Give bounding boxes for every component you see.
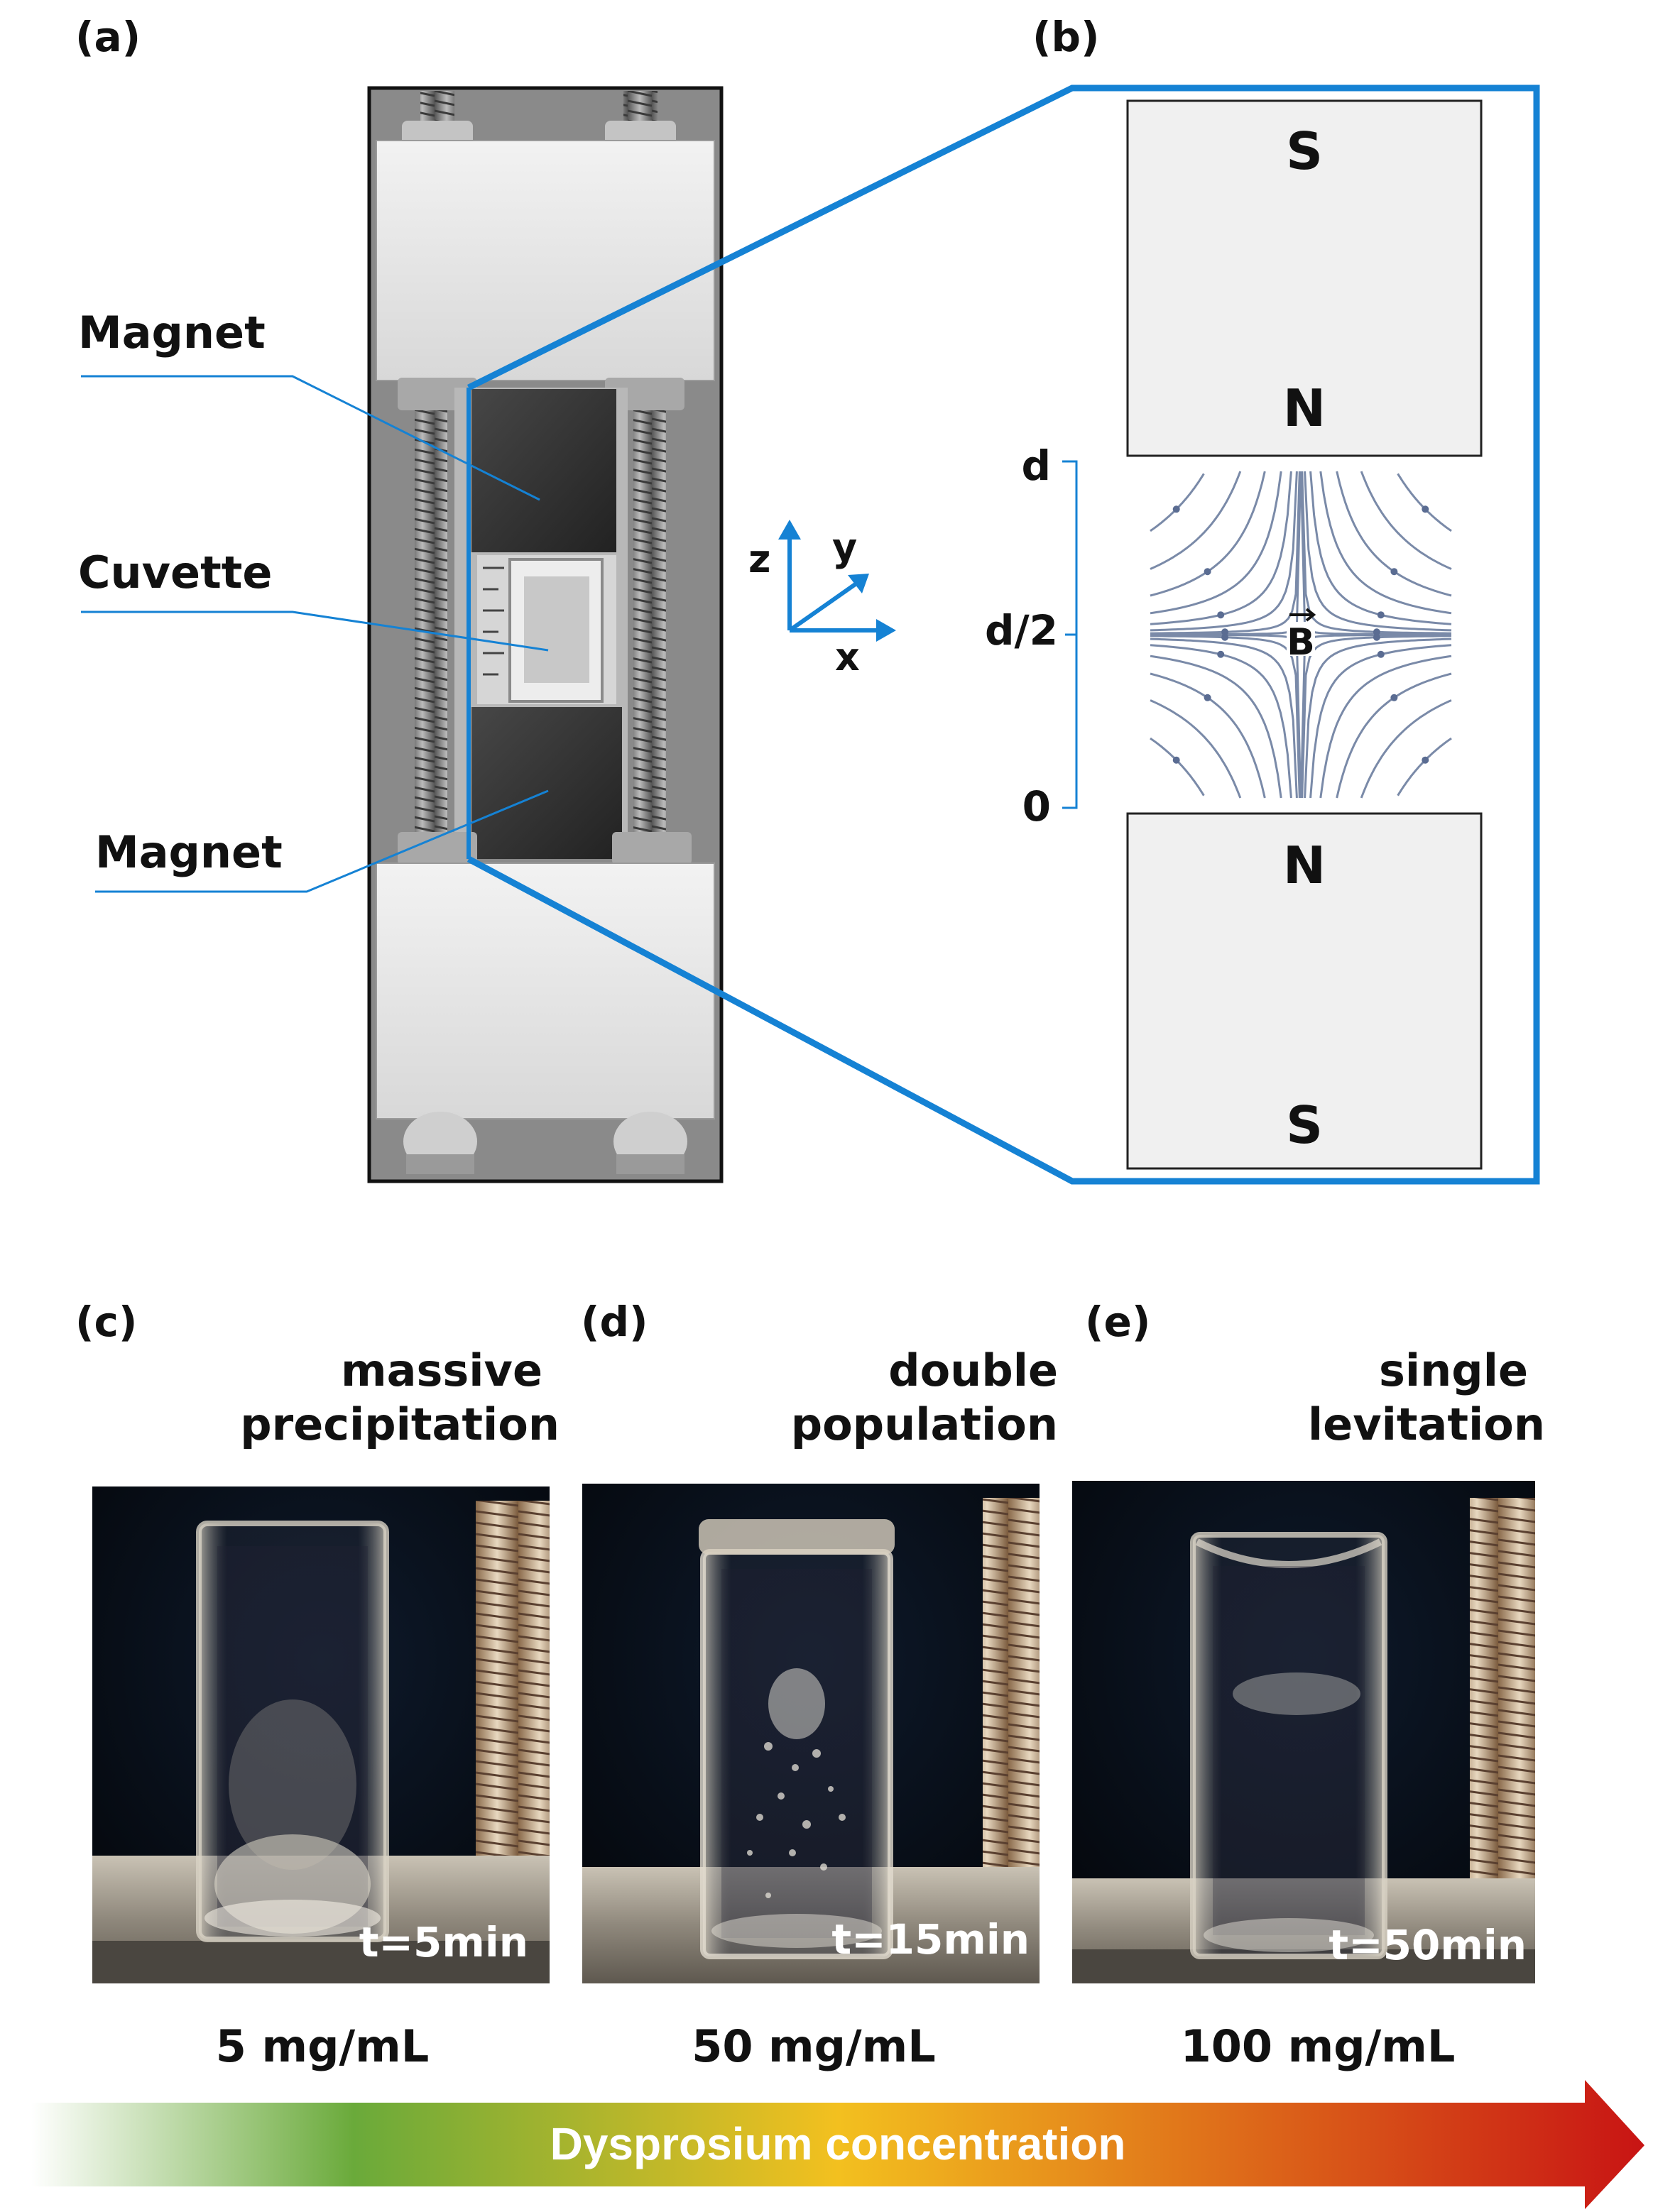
field-line — [1150, 737, 1205, 796]
field-arrow-icon — [1390, 568, 1398, 576]
panel-a-label: (a) — [75, 13, 141, 61]
field-line — [1150, 637, 1298, 799]
field-arrow-icon — [1172, 756, 1180, 764]
panel-e-concentration: 100 mg/mL — [1181, 2020, 1456, 2072]
scale-label-zero: 0 — [1022, 782, 1051, 831]
coordinate-axes — [778, 520, 896, 642]
pole-s-top: S — [1286, 121, 1323, 181]
field-arrow-icon — [1172, 505, 1180, 513]
field-line — [1150, 471, 1266, 597]
field-line — [1304, 471, 1452, 632]
field-arrow-icon — [1377, 650, 1385, 658]
scale-label-d: d — [1021, 442, 1051, 490]
field-line — [1150, 471, 1242, 570]
field-arrow-icon — [1422, 756, 1429, 764]
panel-b-label: (b) — [1032, 13, 1100, 61]
callout-magnet-bottom: Magnet — [95, 826, 283, 878]
panel-c: (c) massive precipitation t=5min 5 mg/mL — [75, 1298, 560, 2072]
panel-e-caption-line1: single — [1379, 1345, 1528, 1396]
arrow-label: Dysprosium concentration — [550, 2118, 1126, 2169]
field-arrow-icon — [1373, 633, 1380, 641]
field-line — [1150, 471, 1298, 632]
field-line — [1360, 699, 1452, 799]
callout-line-magnet-top — [81, 375, 540, 501]
panel-d-caption-line2: population — [791, 1398, 1058, 1450]
field-lines — [1150, 471, 1452, 799]
pole-n-bottom: N — [1283, 836, 1326, 895]
field-arrow-icon — [1221, 628, 1229, 636]
panel-d-time: t=15min — [831, 1915, 1030, 1964]
field-line — [1319, 471, 1452, 615]
field-line — [1319, 655, 1452, 799]
callout-cuvette: Cuvette — [78, 547, 272, 598]
vector-arrow-icon — [1289, 608, 1316, 622]
panel-e-photo — [1072, 1481, 1535, 1983]
field-line — [1150, 471, 1282, 615]
axis-y-label: y — [832, 525, 857, 570]
field-arrow-icon — [1204, 568, 1211, 576]
panel-e-caption-line2: levitation — [1308, 1398, 1545, 1450]
callout-line-cuvette — [81, 611, 549, 652]
panel-c-label: (c) — [75, 1298, 137, 1346]
panel-d-concentration: 50 mg/mL — [692, 2020, 936, 2072]
concentration-arrow: Dysprosium concentration — [31, 2080, 1644, 2209]
panel-b: (b) S N N S d d/2 0 B — [467, 13, 1540, 1185]
panel-d: (d) double population t=15min 50 mg/mL — [581, 1298, 1058, 2072]
field-arrow-icon — [1377, 611, 1385, 619]
panel-c-caption-line2: precipitation — [240, 1398, 560, 1450]
field-line — [1150, 644, 1292, 799]
field-line — [1397, 473, 1452, 532]
panel-c-caption-line1: massive — [341, 1345, 542, 1396]
panel-a: (a) — [75, 13, 896, 1183]
field-arrow-icon — [1217, 650, 1225, 658]
axis-x-label: x — [835, 635, 860, 679]
field-arrow-icon — [1204, 694, 1211, 701]
field-line — [1360, 471, 1452, 570]
panel-d-label: (d) — [581, 1298, 648, 1346]
setup-photograph — [367, 86, 724, 1183]
scale-label-d-half: d/2 — [985, 606, 1058, 655]
callout-magnet-top: Magnet — [78, 307, 266, 358]
field-line — [1304, 637, 1452, 799]
field-line — [1336, 672, 1452, 799]
field-line — [1309, 644, 1452, 799]
field-line — [1150, 655, 1282, 799]
diagram-magnet-top — [1126, 99, 1483, 457]
panel-c-concentration: 5 mg/mL — [216, 2020, 429, 2072]
panel-c-time: t=5min — [359, 1918, 528, 1966]
pole-s-bottom: S — [1286, 1095, 1323, 1155]
panel-c-photo — [92, 1486, 550, 1983]
pole-n-top: N — [1283, 378, 1326, 438]
field-line — [1336, 471, 1452, 597]
field-arrow-icon — [1422, 505, 1429, 513]
panel-d-photo — [582, 1484, 1040, 1983]
field-line — [1150, 473, 1205, 532]
field-line — [1150, 471, 1292, 625]
panel-e-label: (e) — [1085, 1298, 1150, 1346]
panel-e: (e) single levitation t=50min 100 mg/mL — [1072, 1298, 1545, 2072]
field-arrow-icon — [1217, 611, 1225, 619]
panel-d-caption-line1: double — [888, 1345, 1058, 1396]
zoom-outline — [467, 84, 1540, 1185]
field-label-b: B — [1287, 621, 1315, 664]
field-arrow-icon — [1373, 628, 1380, 636]
field-line — [1309, 471, 1452, 625]
panel-e-time: t=50min — [1329, 1921, 1527, 1969]
diagram-magnet-bottom — [1126, 812, 1483, 1170]
field-line — [1150, 699, 1242, 799]
field-line — [1397, 737, 1452, 796]
field-arrow-icon — [1390, 694, 1398, 701]
field-arrow-icon — [1221, 633, 1229, 641]
field-line — [1150, 672, 1266, 799]
axis-z-label: z — [748, 537, 770, 581]
